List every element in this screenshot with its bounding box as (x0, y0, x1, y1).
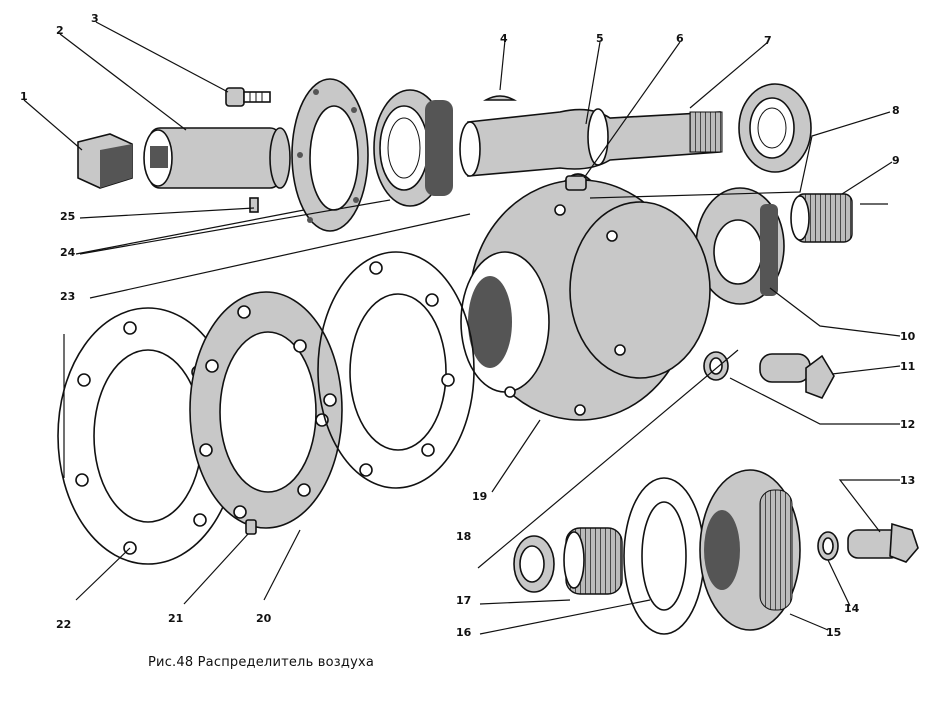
callout-24: 24 (60, 246, 76, 259)
part-25-small-screw (249, 197, 259, 213)
callout-20: 20 (256, 612, 272, 625)
part-23-ball-bearing (373, 89, 453, 207)
part-13-bolt (847, 522, 919, 563)
callout-5: 5 (596, 32, 604, 45)
callout-labels: 1 2 3 4 5 6 7 8 9 10 11 12 13 14 15 16 1… (20, 12, 916, 639)
callout-10: 10 (900, 330, 916, 343)
part-14-washer (817, 531, 839, 561)
callout-4: 4 (500, 32, 508, 45)
callout-22: 22 (56, 618, 71, 631)
callout-17: 17 (456, 594, 471, 607)
part-19-housing (460, 175, 711, 421)
callout-15: 15 (826, 626, 841, 639)
callout-14: 14 (844, 602, 860, 615)
callout-18: 18 (456, 530, 471, 543)
callout-7: 7 (764, 34, 772, 47)
part-21-screw (245, 519, 257, 535)
part-4-key (482, 95, 518, 101)
callout-16: 16 (456, 626, 472, 639)
part-24-flange (291, 78, 369, 232)
callout-11: 11 (900, 360, 915, 373)
callout-12: 12 (900, 418, 915, 431)
part-11-banjo-bolt (759, 353, 835, 399)
callout-8: 8 (892, 104, 900, 117)
part-16-gasket (623, 477, 705, 635)
callout-19: 19 (472, 490, 487, 503)
part-5-6-7-shaft (459, 108, 723, 181)
leader-lines (23, 21, 901, 635)
callout-2: 2 (56, 24, 64, 37)
part-2-drive-sleeve (143, 127, 291, 189)
callout-6: 6 (676, 32, 684, 45)
part-20-plate (189, 291, 343, 529)
callout-3: 3 (91, 12, 99, 25)
middle-gasket (317, 251, 475, 489)
callout-23: 23 (60, 290, 75, 303)
part-17-roller-cage (563, 527, 623, 595)
part-1-square-block (77, 133, 133, 189)
part-3-screw (225, 87, 271, 107)
part-9-roller-sleeve (790, 193, 853, 243)
callout-9: 9 (892, 154, 900, 167)
callout-13: 13 (900, 474, 915, 487)
part-15-cover-nut (699, 469, 801, 631)
part-8-bearing (738, 83, 812, 173)
callout-21: 21 (168, 612, 183, 625)
part-10-gear-plate (695, 187, 785, 305)
part-18-ring (513, 535, 555, 593)
callout-1: 1 (20, 90, 28, 103)
callout-25: 25 (60, 210, 75, 223)
figure-caption: Рис.48 Распределитель воздуха (148, 655, 375, 670)
